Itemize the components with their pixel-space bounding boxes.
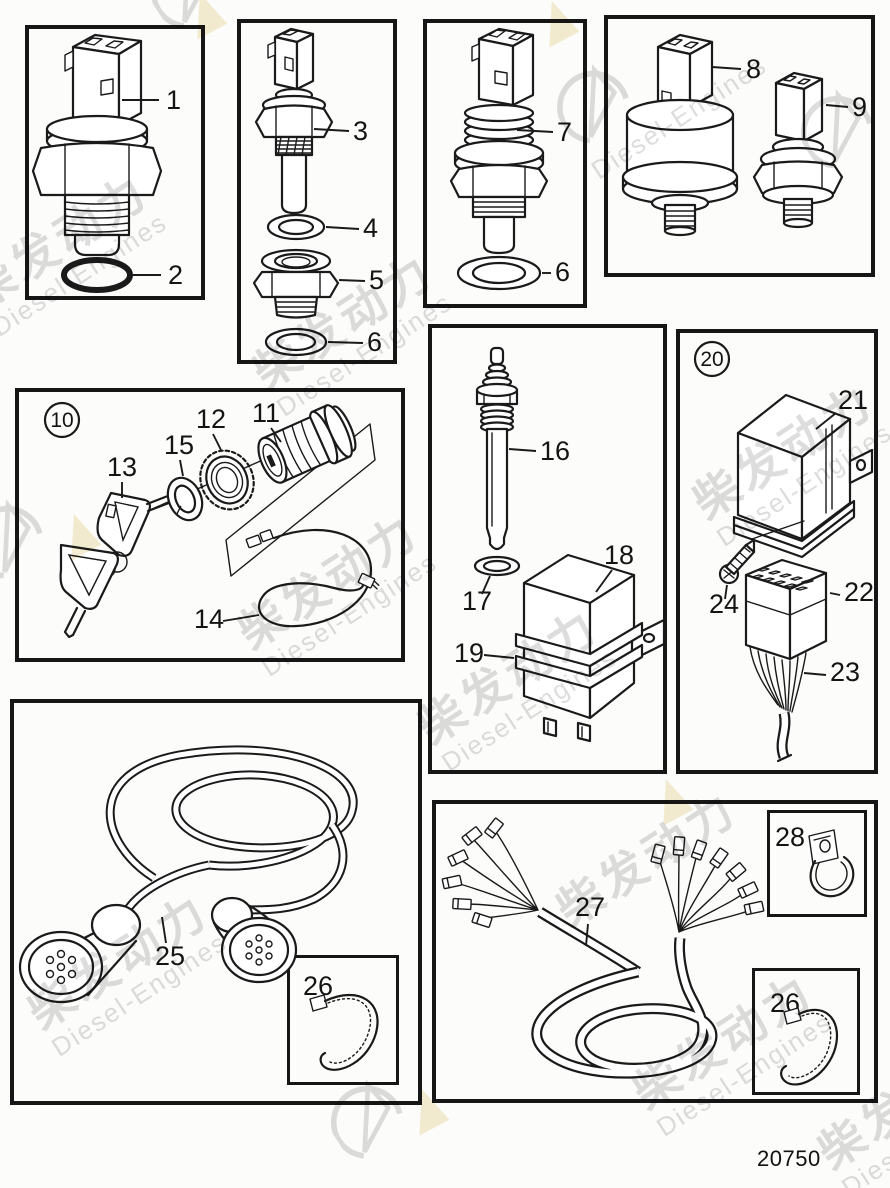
callout-13-label: 13 <box>107 452 137 482</box>
glow-plug-relay-drawing: 16 17 18 19 <box>454 346 666 743</box>
glow-plug-drawing <box>489 346 505 366</box>
callout-23-label: 23 <box>830 657 860 687</box>
wires-23-drawing <box>749 646 807 713</box>
connector-plug-left <box>90 903 142 947</box>
inner-box-cable-tie <box>287 955 399 1085</box>
callout-9-label: 9 <box>852 92 867 122</box>
callout-16-label: 16 <box>540 436 570 466</box>
callout-18-label: 18 <box>604 540 634 570</box>
sensor-adapter-drawing: 3 4 5 6 <box>252 27 384 357</box>
callout-7-label: 7 <box>557 117 572 147</box>
callout-17-label: 17 <box>462 586 492 616</box>
panel-temp-sensor-2: 7 6 <box>423 19 587 308</box>
callout-11-label: 11 <box>252 398 280 428</box>
key-drawing <box>96 491 151 557</box>
callout-28-label: 28 <box>775 822 805 852</box>
group-badge-circle <box>43 401 81 439</box>
callout-12-label: 12 <box>196 404 226 434</box>
pressure-senders-drawing: 8 9 <box>621 33 867 237</box>
wiring-harness-drawing: 27 28 26 <box>441 817 855 1086</box>
washer-15-drawing <box>166 476 204 522</box>
callout-21-label: 21 <box>838 385 868 415</box>
o-ring-drawing <box>61 257 133 293</box>
panel-control-unit: 20 21 24 22 <box>676 329 878 774</box>
callout-15-label: 15 <box>164 430 194 460</box>
callout-3-label: 3 <box>353 116 368 146</box>
callout-8-label: 8 <box>746 54 761 84</box>
inner-box-clip <box>767 810 867 917</box>
callout-27-label: 27 <box>575 892 605 922</box>
callout-5-label: 5 <box>369 265 384 295</box>
panel-glow-plug-relay: 16 17 18 19 <box>428 324 667 774</box>
temp-sensor-drawing: 1 2 <box>31 33 183 293</box>
callout-2-label: 2 <box>168 260 183 290</box>
callout-6b-label: 6 <box>555 257 570 287</box>
ring-nut-12-drawing <box>199 449 255 511</box>
cable-tie-drawing <box>309 994 328 1012</box>
panel-extension-cable: 25 26 <box>10 699 422 1105</box>
temp-sensor-2-drawing: 7 6 <box>449 27 572 291</box>
key-switch-drawing: 10 <box>43 398 380 639</box>
callout-25-label: 25 <box>155 941 185 971</box>
panel-sensor-adapter: 3 4 5 6 <box>237 19 397 364</box>
cable-tie-2-drawing <box>783 1007 802 1025</box>
group-badge-20: 20 <box>700 348 723 371</box>
callout-19-label: 19 <box>454 638 484 668</box>
callout-1-label: 1 <box>166 85 181 115</box>
callout-14-label: 14 <box>194 604 224 634</box>
panel-temp-sensor: 1 2 <box>25 25 205 300</box>
wire-14-connector <box>245 529 274 549</box>
panel-wiring-harness: 27 28 26 <box>432 800 878 1103</box>
figure-number: 20750 <box>757 1146 821 1171</box>
wire-14-drawing <box>257 528 373 628</box>
control-unit-drawing: 20 21 24 22 <box>693 340 874 763</box>
group-badge-10: 10 <box>50 409 73 432</box>
inner-box-cable-tie-2 <box>752 968 860 1095</box>
callout-24-label: 24 <box>709 589 739 619</box>
panel-pressure-senders: 8 9 <box>604 15 875 277</box>
clip-28-drawing <box>808 829 839 865</box>
callout-22-label: 22 <box>844 577 874 607</box>
group-badge-circle <box>693 340 731 378</box>
panel-key-switch: 10 <box>15 388 405 662</box>
extension-cable-drawing: 25 26 <box>18 745 379 1071</box>
callout-6-label: 6 <box>367 327 382 357</box>
callout-4-label: 4 <box>363 213 378 243</box>
switch-cylinder-11-drawing <box>257 404 357 484</box>
